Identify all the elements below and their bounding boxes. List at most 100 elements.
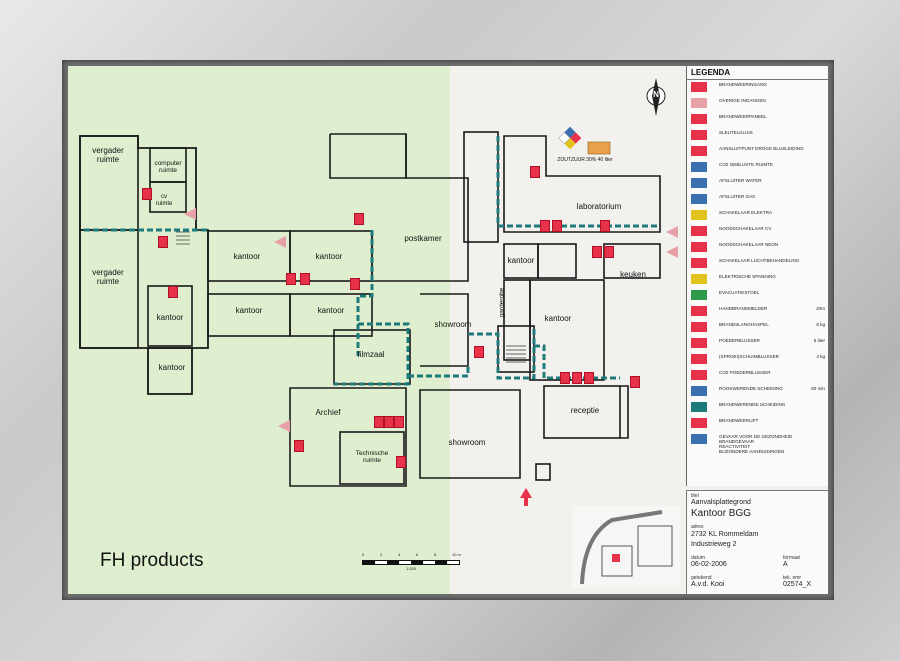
fire-extinguisher-icon xyxy=(584,372,594,384)
legend-text: AFSLUITER WATER xyxy=(719,178,762,183)
site-map-thumbnail xyxy=(572,506,680,588)
legend-text: OVERIGE INGANGEN xyxy=(719,98,766,103)
legend-row: CO2 GEBLUSTE RUIMTE xyxy=(687,160,828,174)
scale-bar: 0 2 4 6 8 10 m 1:200 xyxy=(362,552,462,572)
legend-text: NOODSCHAKELAAR NEON xyxy=(719,242,779,247)
legend-row: BRANDWEERPANEEL xyxy=(687,112,828,126)
address-street: Industrieweg 2 xyxy=(691,541,737,548)
room-label-showroom-2: showroom xyxy=(448,438,486,447)
legend-value: 4 kg xyxy=(816,354,825,359)
legend-text: BRANDWERENDE SCHEIDING xyxy=(719,402,786,407)
legend-title: LEGENDA xyxy=(687,66,828,80)
scale-tick-10: 10 m xyxy=(452,552,461,557)
fire-extinguisher-icon xyxy=(350,278,360,290)
legend-row: BRANDSLANGHASPEL 6 kg xyxy=(687,320,828,334)
legend-row: SCHAKELAAR ELEKTRA xyxy=(687,208,828,222)
scale-tick-2: 2 xyxy=(380,552,383,557)
legend-row: BRANDWERENDE SCHEIDING xyxy=(687,400,828,414)
fire-hose-icon xyxy=(300,273,310,285)
legend-symbol-icon xyxy=(691,434,707,444)
room-label-kantoor-3: kantoor xyxy=(233,252,261,261)
legend-symbol-icon xyxy=(691,130,707,140)
legend-panel: LEGENDA BRANDWEERINGANG OVERIGE INGANGEN B… xyxy=(686,66,828,486)
legend-value: 6 kg xyxy=(816,322,825,327)
fire-extinguisher-icon xyxy=(604,246,614,258)
label-datum: datum xyxy=(691,555,705,561)
room-label-garderobe: garderobe xyxy=(498,287,506,318)
scale-tick-0: 0 xyxy=(362,552,365,557)
legend-text: SCHAKELAAR LUCHTBEHANDELING xyxy=(719,258,800,263)
drawn-by: A.v.d. Kooi xyxy=(691,581,725,588)
room-label-kantoor-7: kantoor xyxy=(507,256,535,265)
room-label-showroom-1: showroom xyxy=(434,320,472,329)
fire-extinguisher-icon xyxy=(294,440,304,452)
fire-extinguisher-icon xyxy=(552,220,562,232)
legend-symbol-icon xyxy=(691,402,707,412)
room-label-filmzaal: filmzaal xyxy=(357,350,385,359)
fire-extinguisher-icon xyxy=(630,376,640,388)
room-label-laboratorium: laboratorium xyxy=(576,202,622,211)
legend-symbol-icon xyxy=(691,386,707,396)
room-label-receptie: receptie xyxy=(570,406,600,415)
legend-row: BRANDWEERINGANG xyxy=(687,80,828,94)
fire-extinguisher-icon xyxy=(374,416,384,428)
scale-tick-4: 4 xyxy=(398,552,401,557)
label-titel: titel xyxy=(691,493,699,499)
label-formaat: formaat xyxy=(783,555,800,561)
legend-text: (SPROEI)SCHUIMBLUSSER xyxy=(719,354,779,359)
fire-extinguisher-icon xyxy=(394,416,404,428)
room-label-kantoor-2: kantoor xyxy=(158,363,186,372)
legend-symbol-icon xyxy=(691,162,707,172)
legend-row: AANSLUITPUNT DROGE BLUSLEIDING xyxy=(687,144,828,158)
legend-value: 60 min xyxy=(811,386,825,391)
plan-type: Aanvalsplattegrond xyxy=(691,499,751,506)
brand-watermark: FH products xyxy=(100,550,204,571)
legend-text: AFSLUITER GAS xyxy=(719,194,756,199)
legend-symbol-icon xyxy=(691,338,707,348)
legend-text: NOODSCHAKELAAR CV xyxy=(719,226,772,231)
address-city: 2732 KL Rommeldam xyxy=(691,531,759,538)
fire-extinguisher-icon xyxy=(168,286,178,298)
fire-extinguisher-icon xyxy=(530,166,540,178)
legend-symbol-icon xyxy=(691,114,707,124)
fire-extinguisher-icon xyxy=(572,372,582,384)
scale-tick-8: 8 xyxy=(434,552,437,557)
legend-row: OVERIGE INGANGEN xyxy=(687,96,828,110)
room-label-keuken: keuken xyxy=(620,270,646,279)
room-label-cv: cv ruimte xyxy=(155,194,173,207)
room-label-computer: computer ruimte xyxy=(154,160,182,174)
room-label-postkamer: postkamer xyxy=(404,234,442,243)
fire-hose-icon xyxy=(286,273,296,285)
legend-text: ELEKTRISCHE SPANNING xyxy=(719,274,776,279)
legend-symbol-icon xyxy=(691,82,707,92)
legend-row: NOODSCHAKELAAR NEON xyxy=(687,240,828,254)
fire-extinguisher-icon xyxy=(540,220,550,232)
legend-symbol-icon xyxy=(691,322,707,332)
legend-text: SCHAKELAAR ELEKTRA xyxy=(719,210,773,215)
fire-extinguisher-icon xyxy=(600,220,610,232)
legend-symbol-icon xyxy=(691,290,707,300)
legend-row: EVACUATIESTOEL xyxy=(687,288,828,302)
legend-row: NOODSCHAKELAAR CV xyxy=(687,224,828,238)
legend-symbol-icon xyxy=(691,418,707,428)
legend-row: (SPROEI)SCHUIMBLUSSER 4 kg xyxy=(687,352,828,366)
legend-row: AFSLUITER GAS xyxy=(687,192,828,206)
floor-plan-walls xyxy=(79,78,678,506)
legend-row: ROOKWERENDE SCHEIDING 60 min xyxy=(687,384,828,398)
legend-value: 20m xyxy=(816,306,825,311)
date: 06-02-2006 xyxy=(691,561,727,568)
legend-symbol-icon xyxy=(691,354,707,364)
legend-symbol-icon xyxy=(691,98,707,108)
legend-symbol-icon xyxy=(691,370,707,380)
legend-text: BRANDWEERPANEEL xyxy=(719,114,767,119)
fire-extinguisher-icon xyxy=(384,416,394,428)
format: A xyxy=(783,561,788,568)
legend-text: ROOKWERENDE SCHEIDING xyxy=(719,386,783,391)
legend-text: BRANDWEERLIFT xyxy=(719,418,759,423)
legend-text: BRANDSLANGHASPEL xyxy=(719,322,769,327)
legend-text: CO2 POEDERBLUSSER xyxy=(719,370,771,375)
room-label-kantoor-8: kantoor xyxy=(544,314,572,323)
legend-text: AANSLUITPUNT DROGE BLUSLEIDING xyxy=(719,146,804,151)
